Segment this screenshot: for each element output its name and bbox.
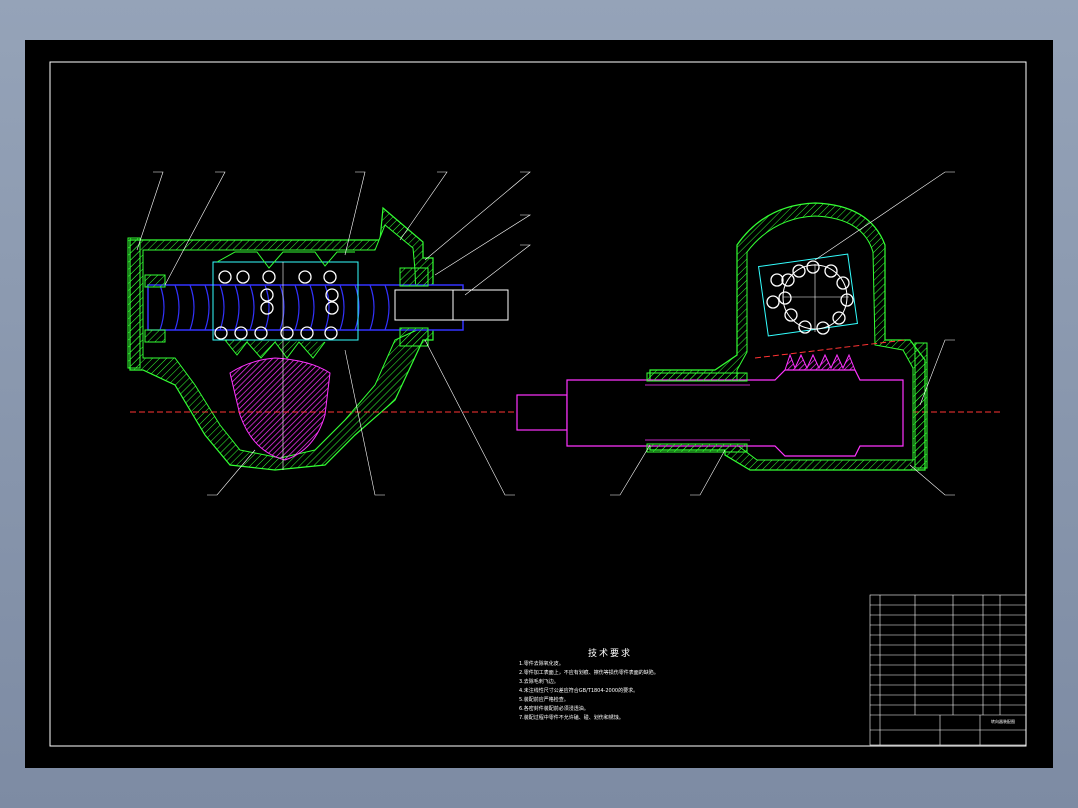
requirement-item: 7.装配过程中零件不允许磕、碰、划伤和锈蚀。 — [519, 715, 624, 721]
requirement-item: 6.各密封件装配前必须浸透油。 — [519, 706, 589, 712]
requirement-item: 5.装配前应严格检查。 — [519, 697, 569, 703]
leader-lines — [136, 171, 955, 496]
title-block — [869, 594, 1027, 746]
drawing-name: 转向器装配图 — [991, 719, 1015, 724]
assembly-drawing — [49, 61, 1027, 747]
drawing-frame — [49, 61, 1027, 747]
right-section-view — [516, 202, 928, 471]
technical-requirements-list: 1.零件去除氧化皮。 2.零件加工表面上，不应有划痕、擦伤等损伤零件表面的缺陷。… — [519, 660, 759, 723]
requirement-item: 4.未注线性尺寸公差应符合GB/T1804-2000的要求。 — [519, 688, 639, 694]
technical-requirements-title: 技术要求 — [587, 649, 632, 659]
left-section-view — [127, 206, 509, 471]
requirement-item: 3.去除毛刺飞边。 — [519, 679, 559, 685]
cad-drawing-sheet: 技术要求 1.零件去除氧化皮。 2.零件加工表面上，不应有划痕、擦伤等损伤零件表… — [25, 40, 1053, 768]
requirement-item: 1.零件去除氧化皮。 — [519, 661, 564, 667]
requirement-item: 2.零件加工表面上，不应有划痕、擦伤等损伤零件表面的缺陷。 — [519, 670, 659, 676]
